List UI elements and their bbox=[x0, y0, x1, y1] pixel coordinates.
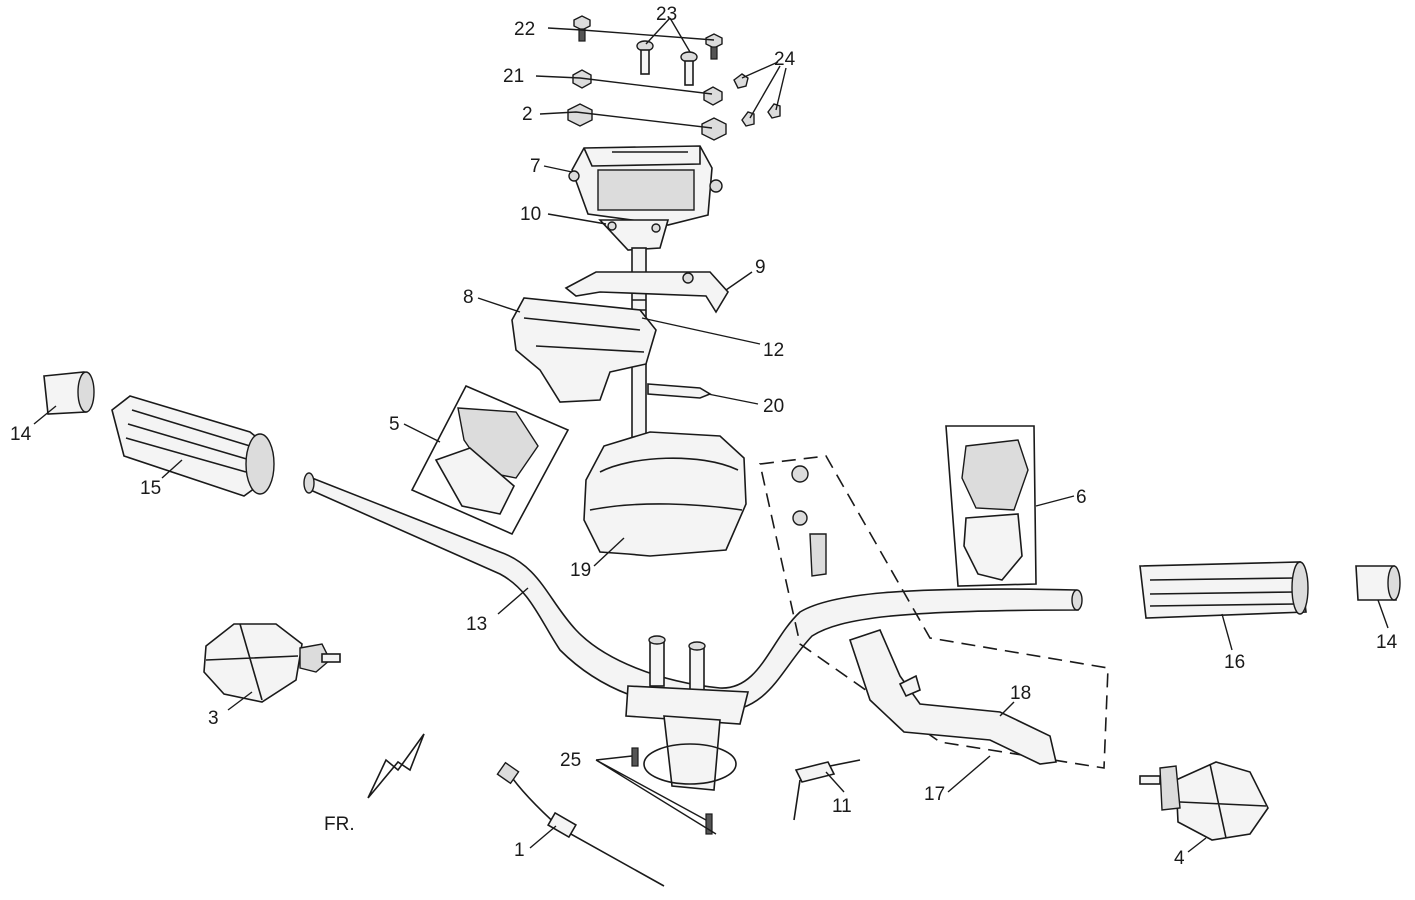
callout-18: 18 bbox=[1010, 683, 1031, 704]
callout-25: 25 bbox=[560, 750, 581, 771]
part-8-front-cover bbox=[511, 297, 657, 403]
part-6-right-switch-box bbox=[945, 425, 1037, 587]
callout-19: 19 bbox=[570, 560, 591, 581]
part-3-turn-signal-left bbox=[203, 623, 341, 703]
part-24-clips bbox=[733, 73, 781, 127]
callout-23: 23 bbox=[656, 4, 677, 25]
part-11-stop-switch bbox=[793, 759, 861, 821]
part-13-handlebar bbox=[303, 472, 1083, 713]
callout-14-left: 14 bbox=[10, 424, 32, 445]
callout-13: 13 bbox=[466, 614, 487, 635]
leader-lines bbox=[33, 17, 1389, 853]
handlebar-clamp bbox=[625, 635, 750, 835]
callout-24: 24 bbox=[774, 49, 796, 70]
callout-15: 15 bbox=[140, 478, 161, 499]
callout-16: 16 bbox=[1224, 652, 1245, 673]
callout-17: 17 bbox=[924, 784, 945, 805]
callout-6: 6 bbox=[1076, 487, 1087, 508]
callout-12: 12 bbox=[763, 340, 784, 361]
front-direction-arrow bbox=[367, 733, 425, 799]
callout-5: 5 bbox=[389, 414, 400, 435]
callout-2: 2 bbox=[522, 104, 533, 125]
part-4-turn-signal-right bbox=[1139, 761, 1269, 841]
callout-7: 7 bbox=[530, 156, 541, 177]
callout-20: 20 bbox=[763, 396, 784, 417]
part-7-meter-cluster bbox=[568, 145, 723, 226]
part-17-brake-lever-group bbox=[759, 455, 1109, 769]
part-23-bolts bbox=[636, 40, 698, 86]
part-1-cable bbox=[496, 761, 665, 887]
callout-11: 11 bbox=[832, 796, 852, 817]
part-22-screws bbox=[573, 15, 723, 60]
direction-label: FR. bbox=[324, 814, 355, 835]
callout-9: 9 bbox=[755, 257, 766, 278]
part-9-cover-bracket bbox=[564, 271, 729, 314]
callout-21: 21 bbox=[503, 66, 524, 87]
callout-1: 1 bbox=[514, 840, 525, 861]
part-10-bracket bbox=[598, 219, 670, 251]
part-16-grip-right bbox=[1139, 561, 1309, 619]
part-15-grip-left bbox=[111, 395, 275, 497]
part-14-bar-end-right bbox=[1355, 565, 1401, 601]
callout-labels: 22 23 21 24 2 7 10 9 8 12 20 5 6 14 15 1… bbox=[10, 4, 1398, 869]
part-14-bar-end-left bbox=[43, 371, 95, 415]
part-19-rear-cover bbox=[583, 431, 747, 557]
part-18-brake-lever bbox=[791, 465, 1057, 765]
part-20-pin bbox=[647, 383, 712, 399]
callout-10: 10 bbox=[520, 204, 541, 225]
callout-8: 8 bbox=[463, 287, 474, 308]
callout-3: 3 bbox=[208, 708, 219, 729]
callout-22: 22 bbox=[514, 19, 535, 40]
callout-4: 4 bbox=[1174, 848, 1185, 869]
part-5-left-switch-box bbox=[410, 384, 570, 536]
part-2-rubber-mounts bbox=[567, 103, 727, 141]
callout-14-right: 14 bbox=[1376, 632, 1398, 653]
part-21-nuts bbox=[572, 69, 723, 106]
